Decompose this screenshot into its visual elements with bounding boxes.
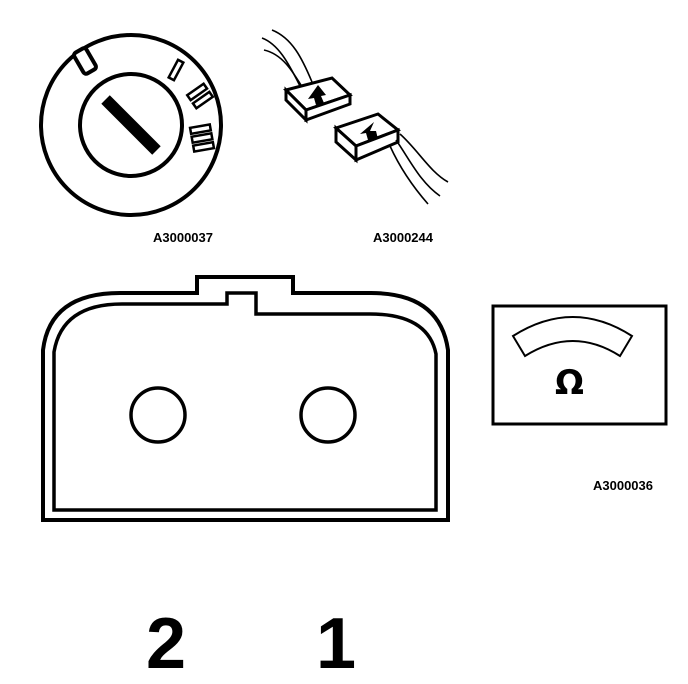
ref-ignition-switch: A3000037 bbox=[153, 230, 213, 245]
pin-hole-1 bbox=[299, 386, 357, 444]
pin-hole-2 bbox=[129, 386, 187, 444]
arrow-down-icon bbox=[360, 122, 378, 140]
socket-outer-outline bbox=[41, 275, 450, 522]
wire bbox=[395, 139, 441, 197]
wire bbox=[261, 37, 301, 87]
arrow-up-icon bbox=[308, 85, 326, 105]
socket-face bbox=[41, 275, 450, 522]
wire bbox=[389, 145, 429, 205]
position-0-mark bbox=[72, 46, 98, 76]
pin-label-1: 1 bbox=[316, 604, 357, 684]
ohm-icon: Ω bbox=[555, 363, 584, 403]
ignition-switch bbox=[39, 33, 223, 217]
position-II-mark bbox=[185, 81, 215, 111]
key-slot bbox=[101, 95, 161, 155]
ref-connector: A3000244 bbox=[373, 230, 433, 245]
connector-plug-lower bbox=[333, 112, 401, 164]
ohmmeter-frame bbox=[491, 304, 668, 426]
ohmmeter-scale-arc bbox=[511, 316, 634, 358]
switch-body bbox=[39, 33, 223, 217]
switch-cylinder bbox=[78, 72, 184, 178]
pin-label-2: 2 bbox=[146, 604, 187, 684]
connector bbox=[261, 29, 449, 205]
ref-ohmmeter: A3000036 bbox=[593, 478, 653, 493]
position-I-mark bbox=[166, 58, 186, 82]
connector-plug-upper bbox=[283, 76, 353, 124]
ohmmeter bbox=[491, 304, 668, 426]
wire bbox=[271, 29, 313, 83]
socket-inner-outline bbox=[52, 291, 438, 512]
wire bbox=[399, 133, 449, 183]
position-III-mark bbox=[188, 122, 216, 154]
